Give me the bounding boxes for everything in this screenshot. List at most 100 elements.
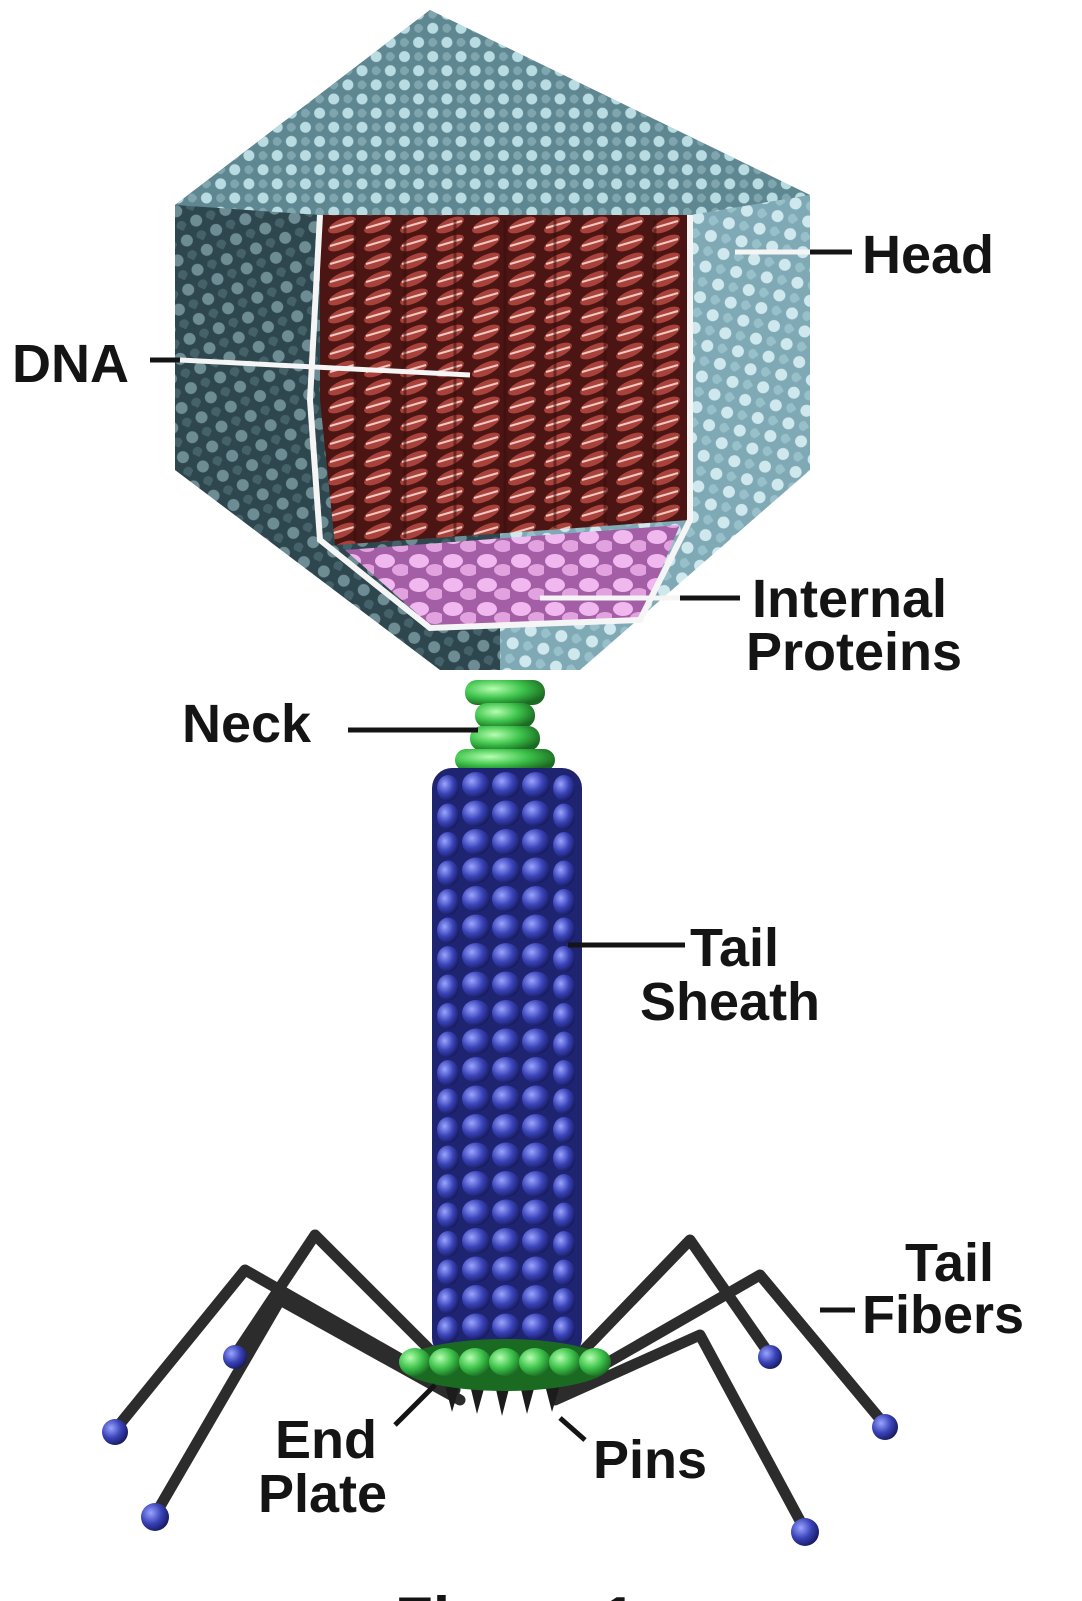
sheath-subunit bbox=[522, 1256, 550, 1283]
sheath-subunit bbox=[462, 914, 490, 941]
sheath-subunit bbox=[492, 1085, 520, 1112]
sheath-subunit bbox=[492, 943, 520, 969]
sheath-subunit bbox=[492, 1000, 520, 1026]
sheath-subunit bbox=[437, 946, 459, 972]
sheath-subunit bbox=[437, 1031, 459, 1058]
sheath-subunit bbox=[492, 829, 520, 855]
tail-fibers bbox=[109, 1229, 891, 1536]
end-plate-subunit bbox=[399, 1348, 431, 1376]
endplate-leader bbox=[393, 1383, 437, 1427]
sheath-subunit bbox=[437, 803, 459, 830]
capsid-head bbox=[175, 10, 810, 670]
sheath-subunit bbox=[522, 1199, 550, 1226]
sheath-subunit bbox=[492, 800, 520, 827]
sheath-subunit bbox=[553, 1088, 575, 1115]
sheath-subunit bbox=[437, 1060, 459, 1086]
dna-strands bbox=[353, 220, 657, 540]
sheath-subunit bbox=[522, 943, 550, 969]
fiber-tip bbox=[791, 1518, 819, 1546]
sheath-subunit bbox=[437, 775, 459, 801]
sheath-subunit bbox=[462, 1142, 490, 1169]
sheath-subunit bbox=[522, 1057, 550, 1083]
sheath-subunit bbox=[522, 1228, 550, 1254]
sheath-subunit bbox=[553, 803, 575, 830]
sheath-subunit bbox=[437, 1202, 459, 1229]
sheath-subunit bbox=[462, 857, 490, 884]
sheath-subunit bbox=[553, 1145, 575, 1172]
sheath-subunit bbox=[522, 1000, 550, 1026]
sheath-subunit bbox=[522, 1313, 550, 1340]
sheath-subunit bbox=[522, 886, 550, 912]
sheath-subunit bbox=[522, 1142, 550, 1169]
sheath-subunit bbox=[437, 860, 459, 887]
sheath-subunit bbox=[462, 1199, 490, 1226]
sheath-subunit bbox=[462, 1085, 490, 1112]
sheath-subunit bbox=[522, 1114, 550, 1140]
end-plate-subunit bbox=[549, 1348, 581, 1376]
sheath-subunit bbox=[437, 1174, 459, 1200]
sheath-subunit bbox=[492, 914, 520, 941]
sheath-subunit bbox=[522, 1285, 550, 1311]
sheath-subunit bbox=[522, 1085, 550, 1112]
sheath-subunit bbox=[553, 917, 575, 944]
sheath-subunit bbox=[437, 832, 459, 858]
end-plate bbox=[399, 1339, 611, 1416]
sheath-subunit bbox=[492, 1114, 520, 1140]
sheath-subunit bbox=[522, 1171, 550, 1197]
sheath-subunit bbox=[462, 800, 490, 827]
label-pins: Pins bbox=[593, 1430, 707, 1490]
end-plate-subunit bbox=[579, 1348, 611, 1376]
sheath-subunit bbox=[437, 1259, 459, 1286]
sheath-subunit bbox=[492, 1228, 520, 1254]
pins-leader bbox=[558, 1416, 587, 1442]
sheath-subunit bbox=[492, 1142, 520, 1169]
label-tail-fibers-1: Tail bbox=[905, 1233, 994, 1293]
sheath-subunit bbox=[553, 1202, 575, 1229]
sheath-subunit bbox=[462, 943, 490, 969]
capsid-top-face bbox=[175, 10, 810, 215]
sheath-subunit bbox=[553, 1231, 575, 1257]
label-tail-fibers-2: Fibers bbox=[862, 1285, 1024, 1345]
sheath-subunit bbox=[522, 772, 550, 798]
sheath-subunit bbox=[553, 1117, 575, 1143]
sheath-subunit bbox=[492, 772, 520, 798]
end-plate-subunit bbox=[429, 1348, 461, 1376]
sheath-subunit bbox=[462, 1057, 490, 1083]
sheath-subunit bbox=[553, 1060, 575, 1086]
fiber-tip bbox=[758, 1345, 782, 1369]
label-tail-sheath-1: Tail bbox=[690, 918, 779, 978]
sheath-subunit bbox=[553, 889, 575, 915]
sheath-subunit bbox=[492, 1313, 520, 1340]
sheath-subunit bbox=[437, 1088, 459, 1115]
sheath-subunit bbox=[492, 886, 520, 912]
sheath-subunit bbox=[492, 971, 520, 998]
label-internal-proteins-2: Proteins bbox=[746, 622, 962, 682]
fiber-tip bbox=[223, 1345, 247, 1369]
figure-caption: Figure 1 bbox=[395, 1585, 636, 1601]
sheath-subunit bbox=[553, 974, 575, 1001]
sheath-subunit bbox=[462, 886, 490, 912]
sheath-subunit bbox=[437, 1316, 459, 1343]
sheath-subunit bbox=[553, 860, 575, 887]
sheath-subunit bbox=[522, 971, 550, 998]
cutaway-outline bbox=[306, 214, 693, 632]
label-end-plate-2: Plate bbox=[258, 1464, 387, 1524]
sheath-subunit bbox=[522, 829, 550, 855]
sheath-subunit bbox=[437, 1288, 459, 1314]
sheath-subunit bbox=[492, 1256, 520, 1283]
sheath-subunit bbox=[462, 1228, 490, 1254]
sheath-subunit bbox=[553, 1288, 575, 1314]
end-plate-subunit bbox=[519, 1348, 551, 1376]
sheath-subunit bbox=[462, 1285, 490, 1311]
fiber-tip bbox=[141, 1503, 169, 1531]
sheath-subunit bbox=[553, 775, 575, 801]
sheath-subunit bbox=[462, 1256, 490, 1283]
sheath-subunit bbox=[462, 1000, 490, 1026]
sheath-subunit bbox=[553, 1003, 575, 1029]
sheath-subunit bbox=[553, 1259, 575, 1286]
label-dna: DNA bbox=[12, 334, 129, 394]
sheath-subunit bbox=[522, 800, 550, 827]
label-tail-sheath-2: Sheath bbox=[640, 972, 820, 1032]
